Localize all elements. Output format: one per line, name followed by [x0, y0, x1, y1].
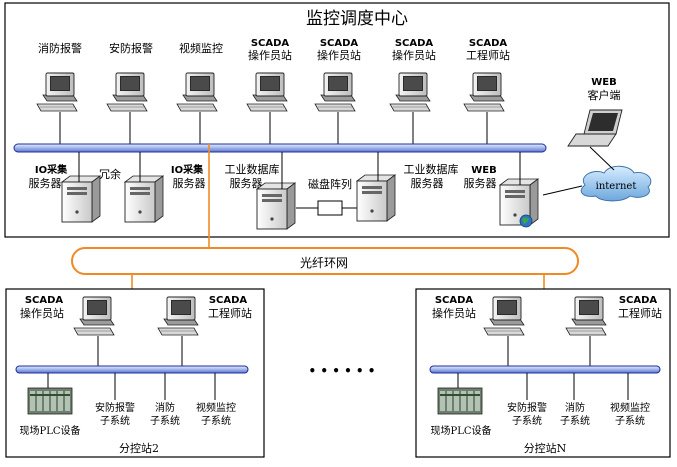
server-label-line2: 服务器 [173, 177, 206, 190]
server-icon [499, 178, 539, 226]
video-label-line1: 视频监控 [196, 401, 236, 414]
disk-array-label: 磁盘阵列 [308, 177, 352, 191]
center-title: 监控调度中心 [306, 9, 408, 29]
operator-label-line2: 操作员站 [20, 306, 64, 320]
redundant-label: 冗余 [99, 167, 121, 181]
workstation-scada-operator-3: SCADA 操作员站 [389, 38, 436, 112]
web-client-label-line2: 客户端 [588, 88, 621, 102]
workstation-scada-engineer: SCADA 工程师站 [463, 38, 510, 112]
workstation-fire-alarm: 消防报警 [36, 41, 82, 112]
server-drops [78, 152, 521, 189]
laptop-icon [567, 109, 623, 147]
engineer-label-line1: SCADA [619, 295, 658, 306]
sub-station-n: SCADA 操作员站 SCADA 工程师站 现场PLC设备 安防报警 子系统 消… [415, 288, 671, 458]
control-center-frame [4, 2, 670, 238]
sub-station-2: SCADA 操作员站 SCADA 工程师站 现场PLC设备 安防报警 子系统 消… [5, 288, 265, 458]
fire-label-line2: 子系统 [560, 414, 590, 427]
engineer-label-line2: 工程师站 [618, 306, 662, 320]
station-bus [15, 365, 249, 374]
center-bus [13, 143, 547, 153]
web-client: WEB 客户端 [567, 77, 623, 147]
workstation-label-line1: SCADA [395, 38, 434, 49]
workstation-label-line1: SCADA [320, 38, 359, 49]
fiber-ring-label: 光纤环网 [300, 256, 348, 270]
workstation-label: 安防报警 [109, 41, 153, 55]
server-label-line2: 服务器 [411, 177, 444, 190]
station-bus [429, 365, 661, 374]
workstation-label-line2: 操作员站 [317, 48, 361, 62]
disk-array-box [317, 200, 343, 216]
globe-land [522, 217, 529, 224]
web-client-label-line1: WEB [591, 77, 616, 88]
operator-label-line2: 操作员站 [432, 306, 476, 320]
security-label-line2: 子系统 [512, 414, 542, 427]
server-label-line1: 工业数据库 [225, 162, 280, 176]
internet-label: internet [596, 181, 637, 192]
db-server-2: 工业数据库 服务器 [356, 162, 459, 222]
more-stations-ellipsis: • • • • • • [309, 364, 376, 378]
station-name: 分控站2 [119, 441, 159, 455]
server-label-line1: WEB [471, 165, 496, 176]
server-label-line1: IO采集 [35, 163, 68, 176]
video-label-line2: 子系统 [615, 414, 645, 427]
video-label-line2: 子系统 [201, 414, 231, 427]
security-label-line1: 安防报警 [507, 401, 547, 414]
workstation-label-line1: SCADA [469, 38, 508, 49]
plc-label: 现场PLC设备 [430, 424, 491, 437]
workstation-drops [59, 112, 488, 144]
server-icon [124, 175, 164, 223]
workstation-label: 视频监控 [179, 41, 223, 55]
fire-label-line2: 子系统 [150, 414, 180, 427]
server-icon [256, 182, 296, 230]
web-server: WEB 服务器 [464, 165, 539, 228]
fiber-ring-shape [71, 247, 579, 275]
workstation-label-line2: 操作员站 [392, 48, 436, 62]
server-label-line2: 服务器 [464, 177, 497, 190]
workstation-label-line2: 工程师站 [466, 48, 510, 62]
plc-icon [27, 387, 73, 415]
io-server-2: IO采集 服务器 [124, 163, 206, 223]
disk-array: 磁盘阵列 [296, 177, 357, 216]
plc-label: 现场PLC设备 [19, 424, 80, 437]
security-label-line1: 安防报警 [95, 401, 135, 414]
server-label-line1: IO采集 [171, 163, 204, 176]
plc-icon [437, 387, 483, 415]
operator-label-line1: SCADA [25, 295, 64, 306]
internet-cloud: internet [580, 165, 652, 202]
workstation-label-line2: 操作员站 [248, 48, 292, 62]
workstation-label: 消防报警 [38, 41, 82, 55]
workstation-scada-operator-2: SCADA 操作员站 [314, 38, 361, 112]
workstation-security-alarm: 安防报警 [106, 41, 153, 112]
engineer-label-line2: 工程师站 [208, 306, 252, 320]
server-icon [61, 175, 101, 223]
internet-links [542, 146, 615, 196]
server-label-line1: 工业数据库 [404, 162, 459, 176]
server-label-line2: 服务器 [230, 177, 263, 190]
server-label-line2: 服务器 [29, 177, 62, 190]
workstation-label-line1: SCADA [251, 38, 290, 49]
workstation-video-monitor: 视频监控 [176, 41, 223, 112]
server-icon [356, 174, 396, 222]
workstation-scada-operator-1: SCADA 操作员站 [246, 38, 292, 112]
fire-label-line1: 消防 [155, 401, 175, 414]
security-label-line2: 子系统 [100, 414, 130, 427]
video-label-line1: 视频监控 [610, 401, 650, 414]
station-name: 分控站N [524, 441, 567, 455]
fire-label-line1: 消防 [565, 401, 585, 414]
engineer-label-line1: SCADA [209, 295, 248, 306]
operator-label-line1: SCADA [435, 295, 474, 306]
db-server-1: 工业数据库 服务器 [225, 162, 296, 230]
io-server-1: IO采集 服务器 [29, 163, 101, 223]
